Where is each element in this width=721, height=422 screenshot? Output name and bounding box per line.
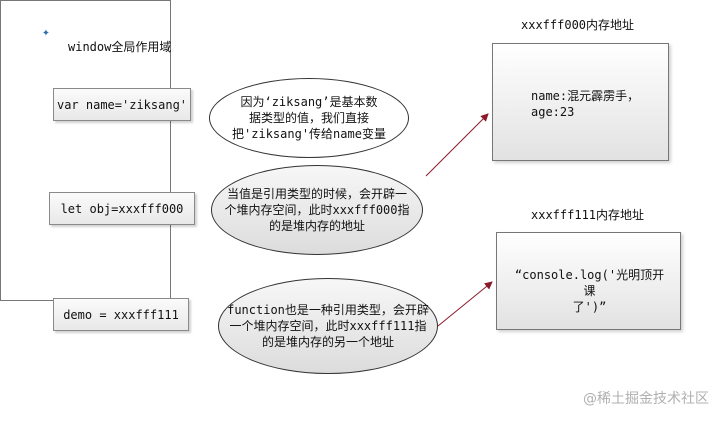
- heap-obj-line: name:混元霹雳手，: [531, 89, 640, 103]
- window-scope-frame: [0, 0, 171, 301]
- primitive-note-line: 把'ziksang'传给name变量: [232, 127, 386, 141]
- plus-icon: ✦: [42, 25, 50, 40]
- watermark: @稀土掘金技术社区: [583, 391, 709, 407]
- object-note-line: 当值是引用类型的时候，会开辟一: [226, 187, 407, 201]
- heap-obj-box: name:混元霹雳手， age:23: [492, 43, 669, 161]
- primitive-note-bubble: 因为‘ziksang’是基本数 据类型的值，我们直接 把'ziksang'传给n…: [209, 78, 409, 158]
- heap-obj-line: age:23: [531, 105, 575, 119]
- heap-fn-line: 了')”: [572, 300, 607, 314]
- heap-fn-line: “console.log('光明顶开课: [514, 268, 665, 298]
- heap-fn-title: xxxfff111内存地址: [531, 208, 645, 222]
- function-note-bubble: function也是一种引用类型，会开辟 一个堆内存空间，此时xxxfff111…: [218, 278, 438, 374]
- obj-ref-box: let obj=xxxfff000: [49, 192, 195, 225]
- function-note-line: 一个堆内存空间，此时xxxfff111指: [229, 319, 427, 333]
- primitive-note-line: 据类型的值，我们直接: [248, 111, 369, 125]
- var-name-box: var name='ziksang': [53, 88, 191, 121]
- heap-obj-title: xxxfff000内存地址: [521, 18, 635, 32]
- obj-to-heap-arrow: [425, 113, 489, 177]
- function-note-line: function也是一种引用类型，会开辟: [227, 303, 429, 317]
- heap-fn-box: “console.log('光明顶开课 了')”: [496, 232, 681, 330]
- function-note-line: 的是堆内存的另一个地址: [261, 335, 394, 349]
- scope-title: window全局作用域: [68, 40, 172, 54]
- demo-to-heap-arrow: [437, 281, 493, 327]
- primitive-note-line: 因为‘ziksang’是基本数: [240, 95, 378, 109]
- object-note-bubble: 当值是引用类型的时候，会开辟一 个堆内存空间，此时xxxfff000指 的是堆内…: [211, 165, 423, 255]
- object-note-line: 个堆内存空间，此时xxxfff000指: [224, 203, 410, 217]
- demo-ref-box: demo = xxxfff111: [53, 298, 189, 331]
- object-note-line: 的是堆内存的地址: [268, 219, 365, 233]
